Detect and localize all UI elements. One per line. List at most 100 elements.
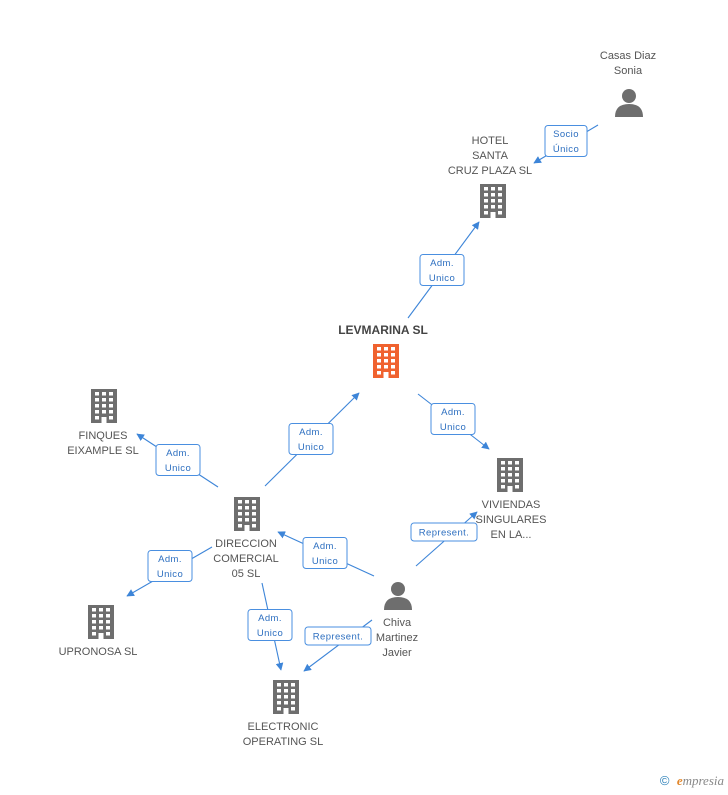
edge-direccion-levmarina[interactable]: Adm. Unico <box>264 392 360 487</box>
node-label-line: DIRECCION <box>215 538 277 550</box>
building-icon[interactable] <box>88 605 114 639</box>
node-label-line: VIVIENDAS <box>482 499 541 511</box>
node-label-line: Chiva <box>383 617 412 629</box>
node-upronosa[interactable]: UPRONOSA SL <box>59 605 138 658</box>
edge-label-line: Unico <box>257 628 283 639</box>
edge-label-box <box>410 522 478 542</box>
building-icon[interactable] <box>273 680 299 714</box>
building-icon[interactable] <box>373 344 399 378</box>
building-icon[interactable] <box>234 497 260 531</box>
edge-label-box <box>247 609 293 641</box>
node-label[interactable]: FINQUES EIXAMPLE SL <box>67 430 139 457</box>
person-icon[interactable] <box>384 582 412 610</box>
edge-label-line: Unico <box>165 463 191 474</box>
edge-label: Adm. Unico <box>157 554 183 580</box>
edge-label: Adm. Unico <box>165 448 191 474</box>
node-label-line: EIXAMPLE SL <box>67 445 139 457</box>
brand-initial: e <box>676 773 683 788</box>
node-label-line: COMERCIAL <box>213 553 278 565</box>
node-label-line: HOTEL <box>472 135 509 147</box>
node-label-line: ELECTRONIC <box>248 721 319 733</box>
edge-label-line: Adm. <box>166 448 190 459</box>
edge-label-line: Unico <box>298 442 324 453</box>
brand-rest: mpresia <box>682 773 724 788</box>
edge-direccion-electronic[interactable]: Adm. Unico <box>247 582 293 671</box>
edge-label-line: Socio <box>553 129 579 140</box>
edge-label-line: Adm. <box>441 407 465 418</box>
edge-label-line: Adm. <box>258 613 282 624</box>
edge-label-line: Unico <box>157 569 183 580</box>
person-icon[interactable] <box>615 89 643 117</box>
edge-label: Adm. Unico <box>298 427 324 453</box>
edge-direccion-finques[interactable]: Adm. Unico <box>136 433 219 488</box>
building-icon[interactable] <box>497 458 523 492</box>
edge-chiva-electronic[interactable]: Represent. <box>303 619 373 672</box>
edge-label-line: Unico <box>312 556 338 567</box>
edge-label: Represent. <box>313 632 363 643</box>
node-label[interactable]: UPRONOSA SL <box>59 646 138 658</box>
node-label[interactable]: DIRECCION COMERCIAL 05 SL <box>213 538 278 580</box>
node-label-line: Casas Diaz <box>600 50 656 62</box>
edge-label: Represent. <box>419 528 469 539</box>
building-icon[interactable] <box>91 389 117 423</box>
edge-label-line: Adm. <box>158 554 182 565</box>
edge-label-box <box>302 537 348 569</box>
node-direccion[interactable]: DIRECCION COMERCIAL 05 SL <box>213 497 279 580</box>
edge-label-box <box>419 254 465 286</box>
edge-label-line: Represent. <box>313 632 363 643</box>
edge-levmarina-viviendas[interactable]: Adm. Unico <box>417 393 490 450</box>
node-label-line: LEVMARINA SL <box>338 323 428 337</box>
edge-label-line: Adm. <box>299 427 323 438</box>
edge-label: Adm. Unico <box>257 613 283 639</box>
building-icon[interactable] <box>480 184 506 218</box>
edge-label-box <box>147 550 193 582</box>
copyright-symbol: © <box>659 773 670 788</box>
edge-label-box <box>430 403 476 435</box>
edge-label-line: Adm. <box>430 258 454 269</box>
node-label-line: Javier <box>382 647 412 659</box>
node-levmarina[interactable]: LEVMARINA SL <box>338 323 428 378</box>
node-electronic[interactable]: ELECTRONIC OPERATING SL <box>243 680 323 748</box>
node-label-line: FINQUES <box>79 430 128 442</box>
node-label[interactable]: LEVMARINA SL <box>338 323 428 337</box>
edge-label-line: Unico <box>429 273 455 284</box>
node-label-line: SANTA <box>472 150 509 162</box>
node-finques[interactable]: FINQUES EIXAMPLE SL <box>67 389 139 457</box>
edge-label: Adm. Unico <box>429 258 455 284</box>
edge-label-box <box>288 423 334 455</box>
edge-label-box <box>155 444 201 476</box>
edge-label-box <box>304 626 372 646</box>
node-label[interactable]: ELECTRONIC OPERATING SL <box>243 721 323 748</box>
edge-label: Adm. Unico <box>440 407 466 433</box>
edge-label: Adm. Unico <box>312 541 338 567</box>
node-label-line: UPRONOSA SL <box>59 646 138 658</box>
edge-label-line: Adm. <box>313 541 337 552</box>
edge-label-line: Represent. <box>419 528 469 539</box>
node-label-line: Martinez <box>376 632 418 644</box>
edge-label-line: Único <box>553 144 579 155</box>
footer-credit: © empresia <box>660 773 724 789</box>
node-label-line: 05 SL <box>232 568 261 580</box>
node-label-line: Sonia <box>614 65 643 77</box>
edge-chiva-direccion[interactable]: Adm. Unico <box>277 531 375 577</box>
edge-chiva-viviendas[interactable]: Represent. <box>410 511 478 567</box>
edge-label-line: Unico <box>440 422 466 433</box>
node-label-line: OPERATING SL <box>243 736 323 748</box>
edge-direccion-upronosa[interactable]: Adm. Unico <box>126 546 213 597</box>
brand-logo[interactable]: empresia <box>677 773 724 788</box>
edge-levmarina-hotel[interactable]: Adm. Unico <box>407 221 480 319</box>
edge-label-box <box>544 125 588 157</box>
